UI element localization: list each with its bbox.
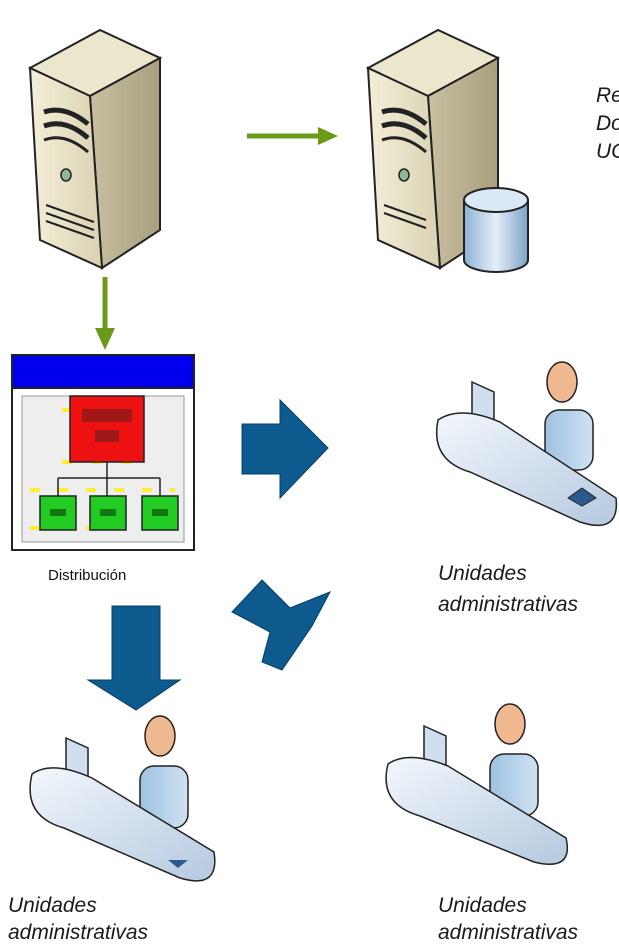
distribution-window-icon xyxy=(11,354,195,551)
green-arrow-right xyxy=(247,127,338,145)
unit-label-bottom-right-line1: Unidades xyxy=(438,894,527,917)
unit-label-bottom-left-line1: Unidades xyxy=(8,894,97,917)
unit-label-bottom-right-line2: administrativas xyxy=(438,921,579,944)
blue-arrow-diagonal xyxy=(231,579,332,671)
user-desk-icon xyxy=(385,703,568,866)
repository-label-line2: Do xyxy=(596,112,619,135)
user-desk-icon xyxy=(436,361,618,527)
blue-arrow-down xyxy=(86,605,182,711)
repository-label-line1: Re xyxy=(596,84,619,107)
server-icon xyxy=(27,28,163,270)
green-arrow-down xyxy=(95,277,115,350)
unit-label-bottom-left-line2: administrativas xyxy=(8,921,149,944)
unit-label-right-line2: administrativas xyxy=(438,593,579,616)
repository-label-line3: UC xyxy=(596,140,619,163)
distribution-label: Distribución xyxy=(48,567,127,584)
blue-arrow-right xyxy=(241,398,329,500)
user-desk-icon xyxy=(29,715,216,882)
database-server-icon xyxy=(365,28,529,273)
unit-label-right-line1: Unidades xyxy=(438,562,527,585)
